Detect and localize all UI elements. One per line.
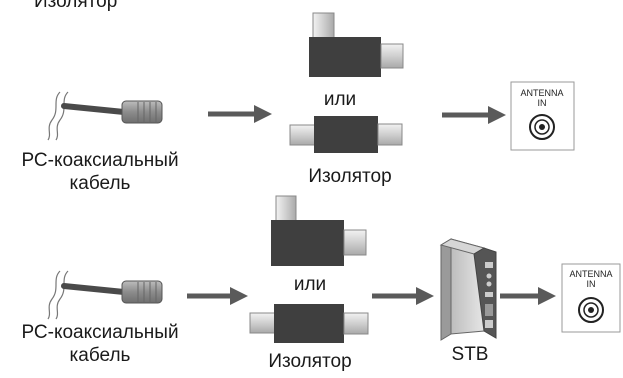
antenna-label-line2: IN	[587, 279, 596, 289]
isolator-straight-2	[249, 304, 369, 343]
cable-label-line1: РС-коаксиальный	[21, 150, 179, 171]
arrow-right-icon	[372, 287, 434, 305]
stb-box	[439, 238, 497, 341]
antenna-label-line2: IN	[538, 98, 547, 108]
antenna-in-socket-2: ANTENNA IN	[561, 263, 621, 333]
isolator-label: Изолятор	[308, 166, 392, 187]
arrow-right-icon	[187, 287, 248, 305]
arrow-right-icon	[442, 106, 506, 124]
antenna-label-line1: ANTENNA	[520, 88, 563, 98]
top-isolator-caption: Изолятор	[34, 0, 118, 12]
or-label: или	[323, 89, 357, 110]
or-label: или	[293, 274, 327, 295]
isolator-angled-1	[309, 12, 404, 77]
cable-label-line1: РС-коаксиальный	[21, 322, 179, 343]
isolator-label: Изолятор	[268, 351, 352, 372]
coax-cable-1	[47, 91, 127, 141]
cable-label-line2: кабель	[69, 173, 131, 194]
antenna-label-line1: ANTENNA	[569, 269, 612, 279]
isolator-straight-1	[289, 116, 403, 153]
isolator-angled-2	[271, 195, 367, 266]
arrow-right-icon	[208, 105, 272, 123]
coax-plug-1	[121, 100, 163, 124]
stb-label: STB	[451, 344, 489, 365]
arrow-right-icon	[500, 287, 556, 305]
cable-label-line2: кабель	[69, 345, 131, 366]
coax-cable-2	[47, 270, 127, 320]
coax-plug-2	[121, 280, 163, 304]
antenna-in-socket-1: ANTENNA IN	[510, 81, 575, 151]
